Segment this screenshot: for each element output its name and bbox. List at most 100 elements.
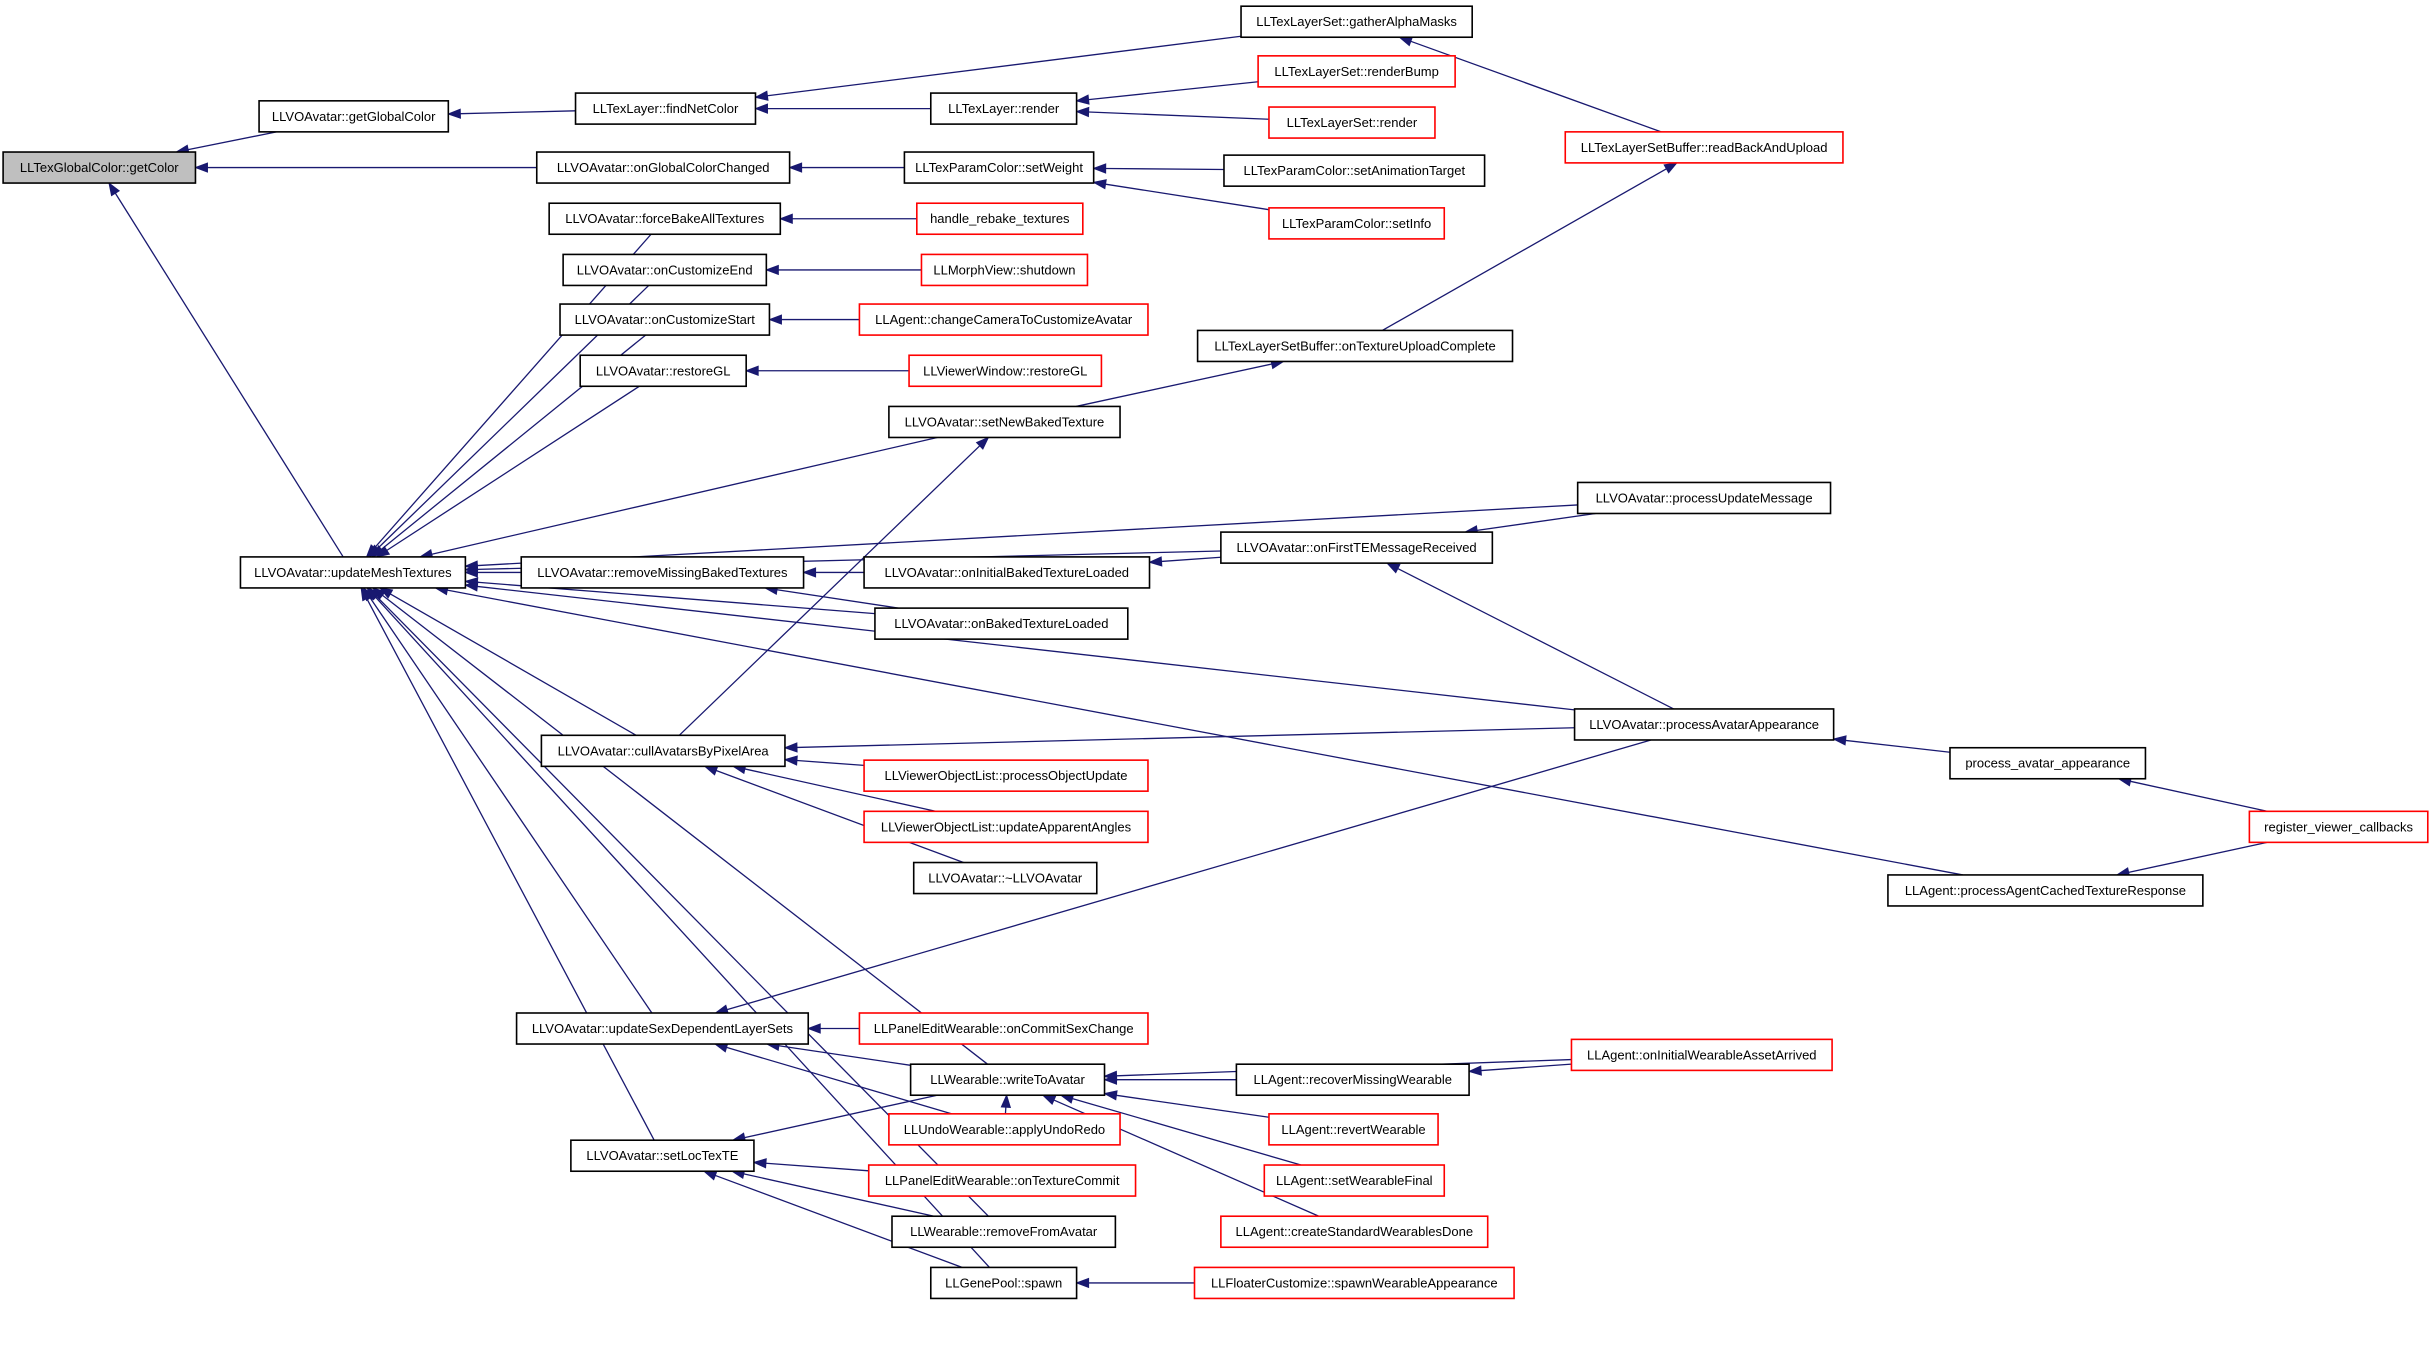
node-removeMissingBakedTextures[interactable]: LLVOAvatar::removeMissingBakedTextures [520, 556, 805, 589]
node-processAvatarAppearanceFn[interactable]: process_avatar_appearance [1949, 746, 2147, 780]
node-restoreGL[interactable]: LLVOAvatar::restoreGL [579, 354, 747, 388]
node-setLocTexTE[interactable]: LLVOAvatar::setLocTexTE [570, 1139, 755, 1173]
node-revertWearable[interactable]: LLAgent::revertWearable [1268, 1113, 1439, 1146]
node-destructor[interactable]: LLVOAvatar::~LLVOAvatar [912, 861, 1098, 895]
node-box[interactable] [891, 1215, 1117, 1249]
node-box[interactable] [562, 253, 768, 287]
node-onInitialWearableAssetArrived[interactable]: LLAgent::onInitialWearableAssetArrived [1570, 1038, 1833, 1072]
node-onTextureCommit[interactable]: LLPanelEditWearable::onTextureCommit [867, 1164, 1137, 1197]
node-box[interactable] [520, 556, 805, 589]
node-box[interactable] [858, 303, 1149, 336]
node-box[interactable] [888, 405, 1121, 439]
node-recoverMissingWearable[interactable]: LLAgent::recoverMissingWearable [1235, 1063, 1470, 1097]
node-box[interactable] [540, 734, 786, 768]
node-box[interactable] [1193, 1266, 1515, 1300]
node-box[interactable] [2248, 810, 2429, 844]
node-box[interactable] [535, 151, 791, 184]
node-onInitialBakedTextureLoaded[interactable]: LLVOAvatar::onInitialBakedTextureLoaded [863, 556, 1151, 589]
node-box[interactable] [903, 151, 1095, 184]
node-onCustomizeStart[interactable]: LLVOAvatar::onCustomizeStart [559, 303, 771, 336]
node-box[interactable] [1240, 5, 1473, 39]
node-box[interactable] [863, 759, 1149, 792]
node-createStandardWearablesDone[interactable]: LLAgent::createStandardWearablesDone [1220, 1215, 1489, 1249]
node-gatherAlphaMasks[interactable]: LLTexLayerSet::gatherAlphaMasks [1240, 5, 1473, 39]
node-morphShutdown[interactable]: LLMorphView::shutdown [920, 253, 1089, 287]
node-processObjectUpdate[interactable]: LLViewerObjectList::processObjectUpdate [863, 759, 1149, 792]
node-box[interactable] [515, 1012, 810, 1045]
node-box[interactable] [1263, 1164, 1446, 1197]
node-onCustomizeEnd[interactable]: LLVOAvatar::onCustomizeEnd [562, 253, 768, 287]
node-applyUndoRedo[interactable]: LLUndoWearable::applyUndoRedo [888, 1113, 1121, 1146]
node-updateApparentAngles[interactable]: LLViewerObjectList::updateApparentAngles [863, 810, 1149, 844]
node-registerViewerCallbacks[interactable]: register_viewer_callbacks [2248, 810, 2429, 844]
node-box[interactable] [1268, 1113, 1439, 1146]
node-readBackAndUpload[interactable]: LLTexLayerSetBuffer::readBackAndUpload [1564, 131, 1844, 164]
node-layerRender[interactable]: LLTexLayer::render [929, 92, 1078, 125]
node-setAnimationTarget[interactable]: LLTexParamColor::setAnimationTarget [1223, 154, 1486, 187]
node-writeToAvatar[interactable]: LLWearable::writeToAvatar [909, 1063, 1106, 1097]
node-box[interactable] [888, 1113, 1121, 1146]
node-box[interactable] [548, 202, 782, 236]
node-box[interactable] [929, 92, 1078, 125]
node-box[interactable] [1235, 1063, 1470, 1097]
node-updateSexDependentLayerSets[interactable]: LLVOAvatar::updateSexDependentLayerSets [515, 1012, 810, 1045]
node-box[interactable] [1887, 874, 2204, 907]
node-box[interactable] [574, 92, 757, 125]
node-box[interactable] [920, 253, 1089, 287]
node-box[interactable] [863, 556, 1151, 589]
node-box[interactable] [258, 100, 450, 133]
node-getColor[interactable]: LLTexGlobalColor::getColor [2, 151, 197, 184]
node-setNewBakedTexture[interactable]: LLVOAvatar::setNewBakedTexture [888, 405, 1121, 439]
node-onBakedTextureLoaded[interactable]: LLVOAvatar::onBakedTextureLoaded [874, 607, 1129, 640]
node-box[interactable] [2, 151, 197, 184]
node-box[interactable] [867, 1164, 1137, 1197]
node-genePoolSpawn[interactable]: LLGenePool::spawn [929, 1266, 1078, 1300]
node-processAgentCachedTextureResponse[interactable]: LLAgent::processAgentCachedTextureRespon… [1887, 874, 2204, 907]
node-processAvatarAppearance[interactable]: LLVOAvatar::processAvatarAppearance [1573, 708, 1835, 741]
node-setWearableFinal[interactable]: LLAgent::setWearableFinal [1263, 1164, 1446, 1197]
node-box[interactable] [1257, 55, 1456, 88]
node-box[interactable] [1564, 131, 1844, 164]
node-onFirstTEMessageReceived[interactable]: LLVOAvatar::onFirstTEMessageReceived [1220, 531, 1494, 564]
node-box[interactable] [1570, 1038, 1833, 1072]
node-renderBump[interactable]: LLTexLayerSet::renderBump [1257, 55, 1456, 88]
node-onTextureUploadComplete[interactable]: LLTexLayerSetBuffer::onTextureUploadComp… [1196, 329, 1514, 363]
node-updateMeshTextures[interactable]: LLVOAvatar::updateMeshTextures [239, 556, 467, 589]
node-box[interactable] [239, 556, 467, 589]
node-box[interactable] [1268, 106, 1436, 139]
node-box[interactable] [1576, 481, 1832, 515]
node-box[interactable] [908, 354, 1103, 388]
node-forceBakeAllTextures[interactable]: LLVOAvatar::forceBakeAllTextures [548, 202, 782, 236]
node-box[interactable] [1196, 329, 1514, 363]
node-box[interactable] [874, 607, 1129, 640]
node-box[interactable] [912, 861, 1098, 895]
node-removeFromAvatar[interactable]: LLWearable::removeFromAvatar [891, 1215, 1117, 1249]
node-box[interactable] [1573, 708, 1835, 741]
node-box[interactable] [909, 1063, 1106, 1097]
node-box[interactable] [1949, 746, 2147, 780]
node-handleRebake[interactable]: handle_rebake_textures [916, 202, 1084, 236]
node-findNetColor[interactable]: LLTexLayer::findNetColor [574, 92, 757, 125]
node-box[interactable] [858, 1012, 1149, 1045]
node-viewerRestoreGL[interactable]: LLViewerWindow::restoreGL [908, 354, 1103, 388]
node-box[interactable] [1220, 1215, 1489, 1249]
node-processUpdateMessage[interactable]: LLVOAvatar::processUpdateMessage [1576, 481, 1832, 515]
node-box[interactable] [916, 202, 1084, 236]
node-box[interactable] [863, 810, 1149, 844]
node-box[interactable] [570, 1139, 755, 1173]
node-box[interactable] [559, 303, 771, 336]
node-cullAvatarsByPixelArea[interactable]: LLVOAvatar::cullAvatarsByPixelArea [540, 734, 786, 768]
node-box[interactable] [929, 1266, 1078, 1300]
node-layerSetRender[interactable]: LLTexLayerSet::render [1268, 106, 1436, 139]
node-setWeight[interactable]: LLTexParamColor::setWeight [903, 151, 1095, 184]
node-box[interactable] [1223, 154, 1486, 187]
node-getGlobalColor[interactable]: LLVOAvatar::getGlobalColor [258, 100, 450, 133]
node-onGlobalColorChanged[interactable]: LLVOAvatar::onGlobalColorChanged [535, 151, 791, 184]
node-box[interactable] [1220, 531, 1494, 564]
node-spawnWearableAppearance[interactable]: LLFloaterCustomize::spawnWearableAppeara… [1193, 1266, 1515, 1300]
node-box[interactable] [1268, 207, 1446, 240]
node-onCommitSexChange[interactable]: LLPanelEditWearable::onCommitSexChange [858, 1012, 1149, 1045]
node-box[interactable] [579, 354, 747, 388]
node-changeCamera[interactable]: LLAgent::changeCameraToCustomizeAvatar [858, 303, 1149, 336]
node-setInfo[interactable]: LLTexParamColor::setInfo [1268, 207, 1446, 240]
